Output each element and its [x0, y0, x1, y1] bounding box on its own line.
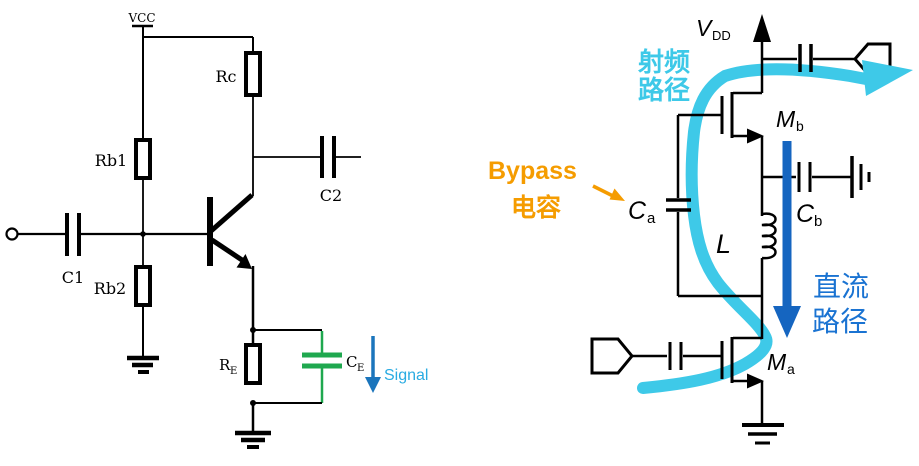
emitter-ground: [235, 403, 271, 449]
transistor-ma-label: M: [767, 349, 787, 375]
signal-label: Signal: [384, 367, 428, 384]
resistor-rc-body: [244, 51, 262, 97]
vdd-sub: DD: [712, 28, 731, 43]
bypass-pointer-arrow: [592, 184, 625, 201]
vcc-label: VCC: [127, 11, 155, 25]
bypass-label-line2: 电容: [511, 193, 561, 222]
npn-transistor: [207, 193, 255, 346]
rb2-ground: [127, 305, 159, 374]
dc-path-label-line1: 直流: [813, 271, 869, 302]
cap-cb-label: C: [796, 200, 815, 228]
cap-ca-label: C: [628, 197, 647, 225]
cap-c2-label: C2: [320, 186, 342, 205]
rf-path-arrowhead: [862, 60, 913, 96]
output-branch: [762, 44, 857, 72]
mb-source-arrow: [747, 128, 764, 144]
resistor-rb1-label: Rb1: [95, 151, 127, 170]
transistor-ma: [720, 336, 764, 424]
transistor-mb-label: M: [776, 106, 796, 132]
bypass-label-line1: Bypass: [488, 157, 577, 185]
green-bypass-cap-ce: [302, 331, 342, 403]
resistor-re-label: R: [219, 356, 231, 374]
transistor-ma-sub: a: [787, 361, 795, 377]
bjt-amplifier-circuit: VCC Rc C2 C1 Rb1: [5, 11, 428, 449]
input-terminal: [5, 227, 19, 241]
dc-path-label-line2: 路径: [812, 306, 868, 337]
cb-branch: [762, 156, 871, 198]
resistor-rc-label: Rc: [215, 67, 236, 86]
inductor-coil: [761, 212, 777, 260]
ma-source-arrow: [747, 373, 764, 389]
cap-c1-label: C1: [62, 268, 84, 287]
rf-path-curve: [637, 63, 872, 394]
rf-path-label-line1: 射频: [637, 47, 690, 77]
dc-path-arrow: [773, 141, 801, 338]
input-branch-right: [632, 342, 722, 370]
vdd-label: V: [696, 15, 714, 41]
inductor-label: L: [716, 229, 731, 259]
signal-arrow: [365, 336, 381, 393]
input-port: [590, 337, 634, 375]
c2-branch: [253, 136, 361, 178]
cap-ce-sub: E: [357, 363, 364, 374]
resistor-re-body: [244, 343, 262, 385]
cap-cb-sub: b: [814, 213, 822, 230]
ca-branch: [666, 113, 762, 298]
transistor-mb: [720, 91, 764, 216]
vdd-arrow: [753, 14, 771, 93]
resistor-rb2-body: [134, 265, 152, 307]
input-branch: [18, 213, 208, 256]
resistor-re-sub: E: [230, 366, 237, 377]
transistor-mb-sub: b: [796, 118, 804, 134]
rf-path-label-line2: 路径: [638, 75, 690, 105]
emitter-arrowhead: [236, 254, 252, 269]
cap-ce-label: C: [346, 353, 357, 371]
resistor-rb2-label: Rb2: [94, 279, 126, 298]
cap-ca-sub: a: [647, 210, 656, 227]
ma-ground: [742, 423, 784, 445]
resistor-rb1-body: [134, 138, 152, 180]
cascode-circuit: V DD M b: [488, 14, 913, 445]
